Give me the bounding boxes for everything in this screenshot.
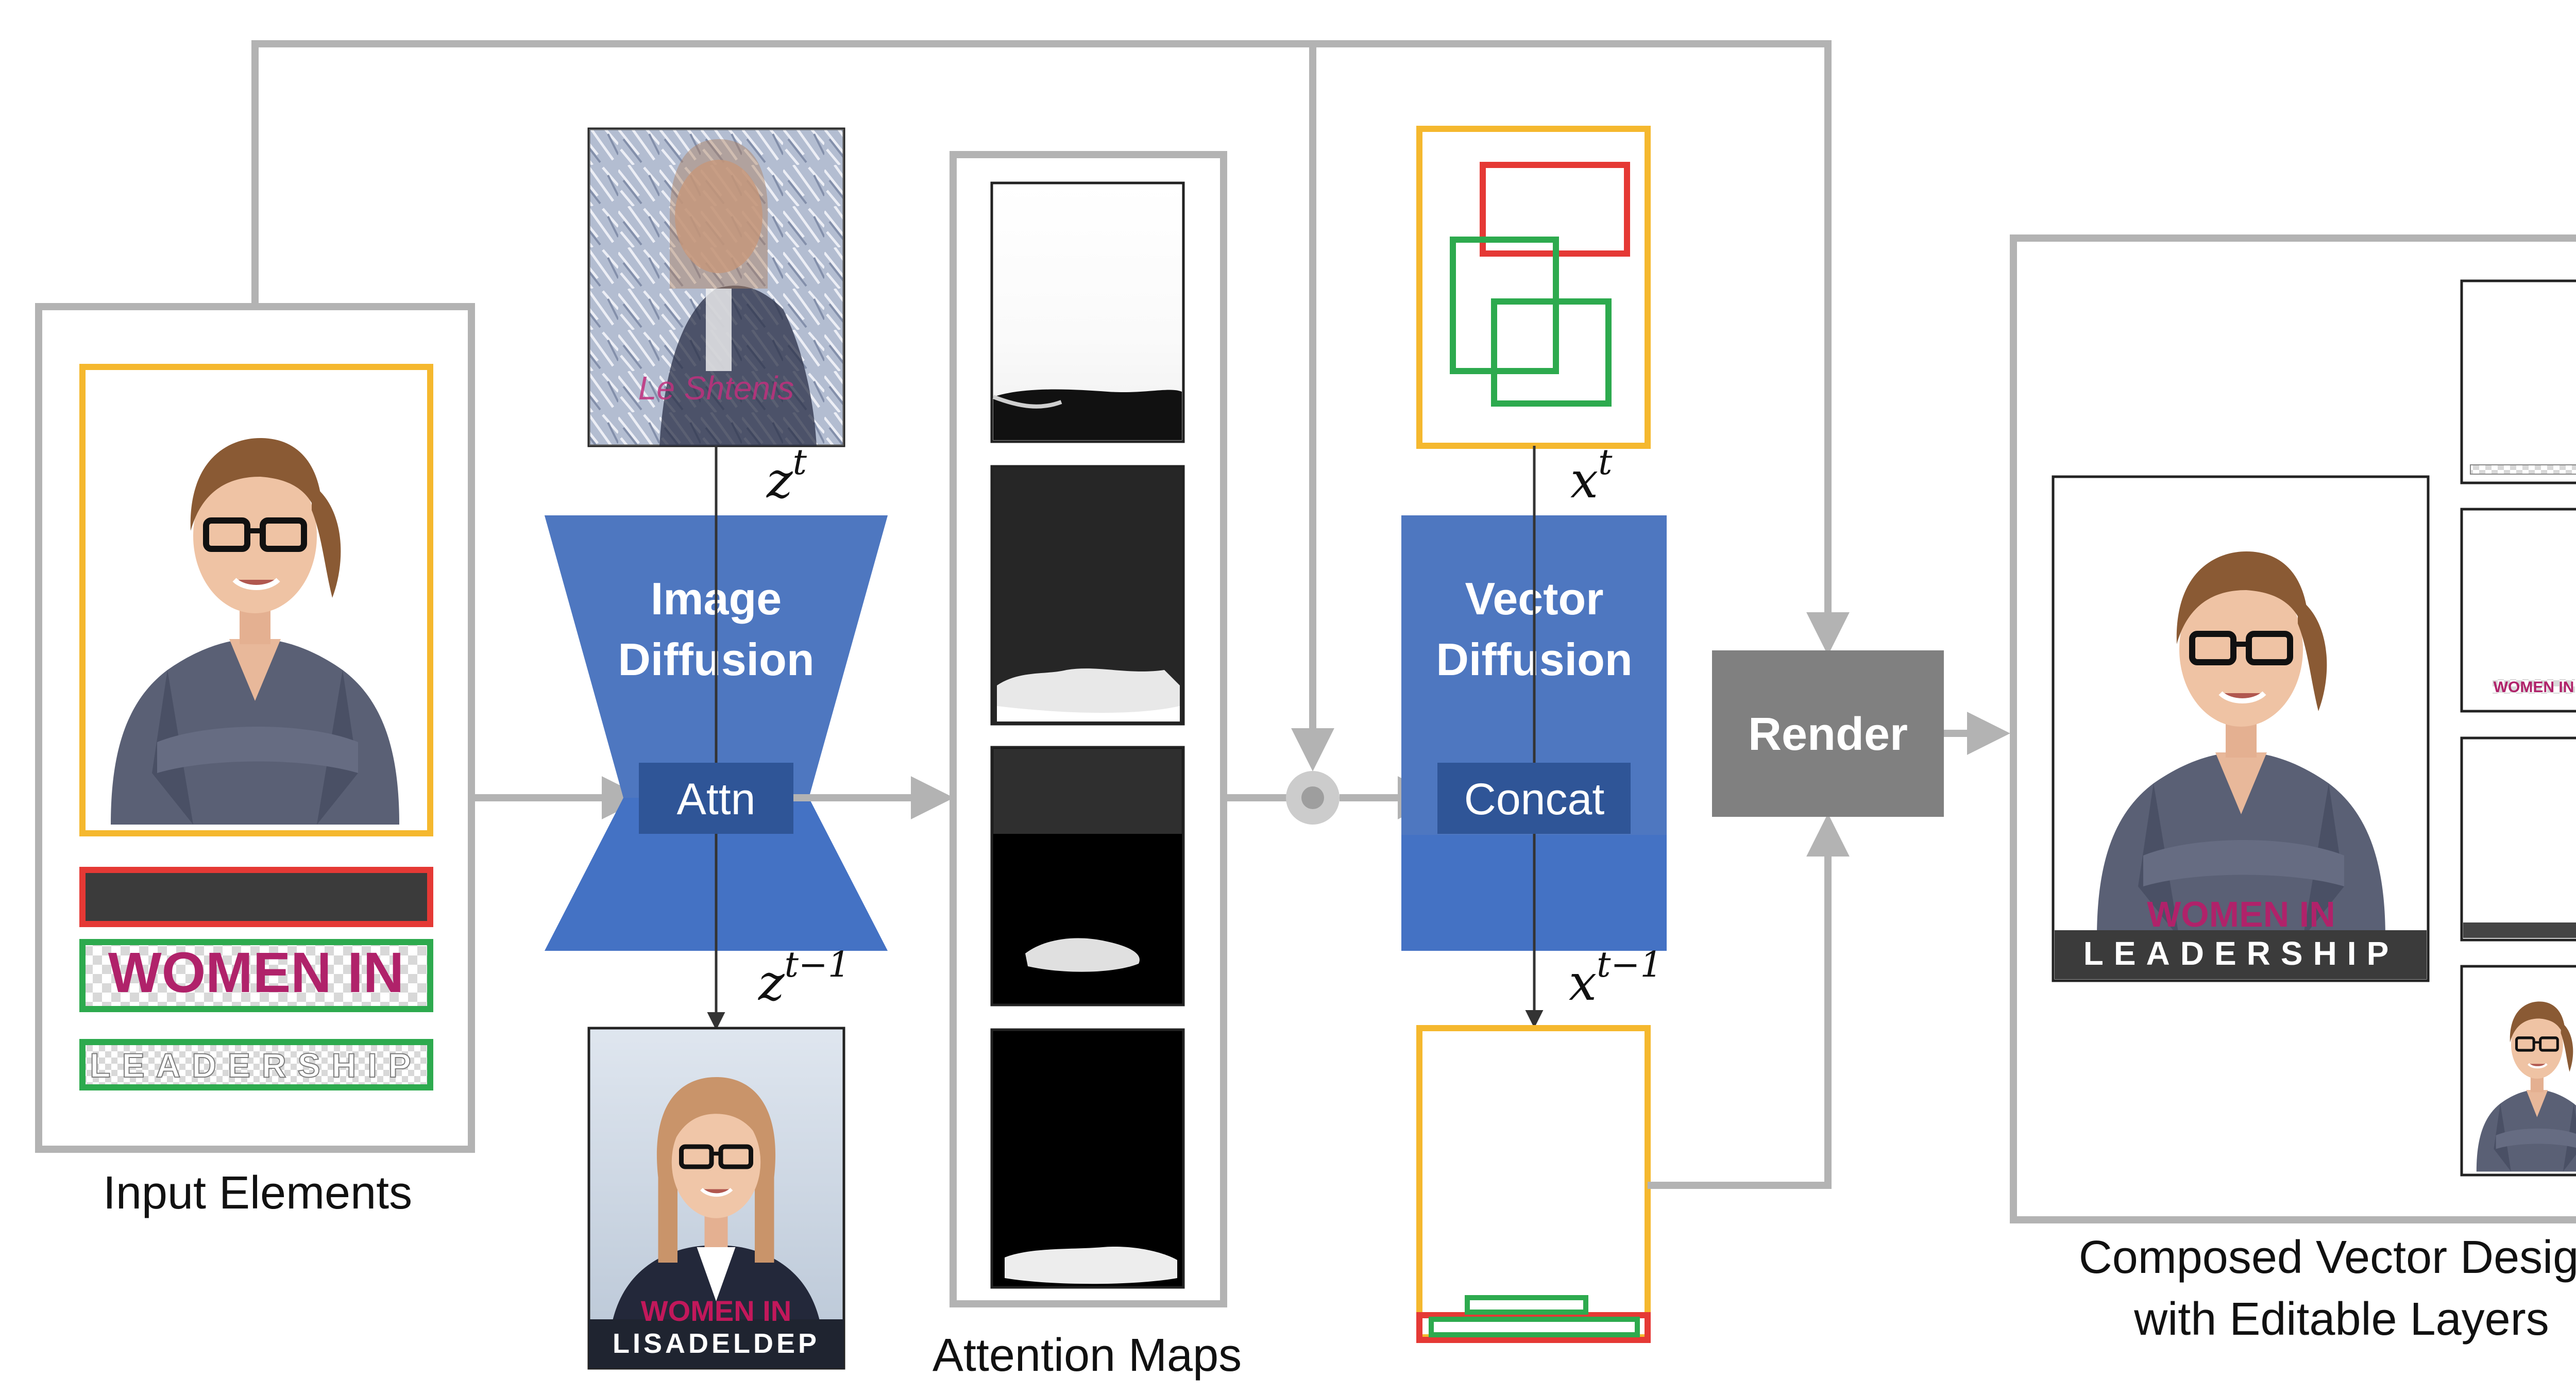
layout-xt1-green-1 xyxy=(1465,1295,1588,1315)
concat-label: Concat xyxy=(1464,775,1605,824)
attention-maps-caption: Attention Maps xyxy=(933,1330,1242,1381)
layout-box-green-2 xyxy=(1491,298,1612,407)
layer-thumb-1 xyxy=(2460,279,2576,484)
layout-xt1 xyxy=(1416,1025,1651,1343)
concat-block xyxy=(1437,763,1631,834)
attn-block xyxy=(639,763,793,834)
layer-thumb-2: WOMEN IN xyxy=(2460,508,2576,713)
input-elements-panel: WOMEN IN LEADERSHIP xyxy=(35,303,475,1153)
layout-xt1-red xyxy=(1416,1312,1651,1343)
xt1-to-render-line xyxy=(1648,827,1832,1189)
generated-image-zt1: WOMEN IN LISADELDEP xyxy=(587,1027,845,1370)
attn-label: Attn xyxy=(677,775,756,824)
zt1-label: zt−1 xyxy=(758,945,850,1012)
top-feedback-line xyxy=(251,40,1832,646)
input-image-element xyxy=(79,364,433,836)
input-elements-caption: Input Elements xyxy=(103,1167,412,1219)
input-text-women-in: WOMEN IN xyxy=(79,939,433,1012)
merge-node-center xyxy=(1301,786,1324,809)
attention-map-1 xyxy=(990,181,1185,443)
generated-text-line-1: WOMEN IN xyxy=(641,1295,791,1327)
render-label: Render xyxy=(1748,709,1908,760)
generated-text-line-2: LISADELDEP xyxy=(613,1328,820,1359)
zt-label: zt xyxy=(766,442,807,509)
poster-text-line-1: WOMEN IN xyxy=(2147,894,2335,934)
noisy-text: Le Shtenis xyxy=(638,370,794,407)
noisy-image-zt: Le Shtenis xyxy=(587,127,845,447)
layout-xt1-green-2 xyxy=(1429,1317,1640,1337)
layer-thumb-4 xyxy=(2460,965,2576,1177)
output-caption-line-2: with Editable Layers xyxy=(2133,1294,2549,1345)
layer-thumb-3 xyxy=(2460,736,2576,942)
layout-xt xyxy=(1416,126,1651,449)
input-background-bar xyxy=(79,867,433,927)
attention-maps-panel xyxy=(950,151,1227,1307)
render-block: Render xyxy=(1712,650,1944,817)
xt1-label: xt−1 xyxy=(1569,945,1663,1012)
layer-thumb-text: WOMEN IN xyxy=(2494,679,2574,696)
attention-map-2 xyxy=(990,465,1185,726)
layout-box-green-1 xyxy=(1450,237,1559,374)
attention-map-4 xyxy=(990,1028,1185,1289)
input-text-line-2: LEADERSHIP xyxy=(90,1046,422,1084)
output-caption-line-1: Composed Vector Design xyxy=(2079,1232,2576,1283)
output-panel: WOMEN IN LEADERSHIP WOMEN IN xyxy=(2010,234,2576,1223)
attention-map-3 xyxy=(990,746,1185,1006)
composed-poster: WOMEN IN LEADERSHIP xyxy=(2052,475,2430,982)
xt-label: xt xyxy=(1570,442,1613,509)
poster-text-line-2: LEADERSHIP xyxy=(2083,935,2399,972)
input-text-leadership: LEADERSHIP xyxy=(79,1039,433,1090)
input-text-line-1: WOMEN IN xyxy=(108,941,404,1004)
